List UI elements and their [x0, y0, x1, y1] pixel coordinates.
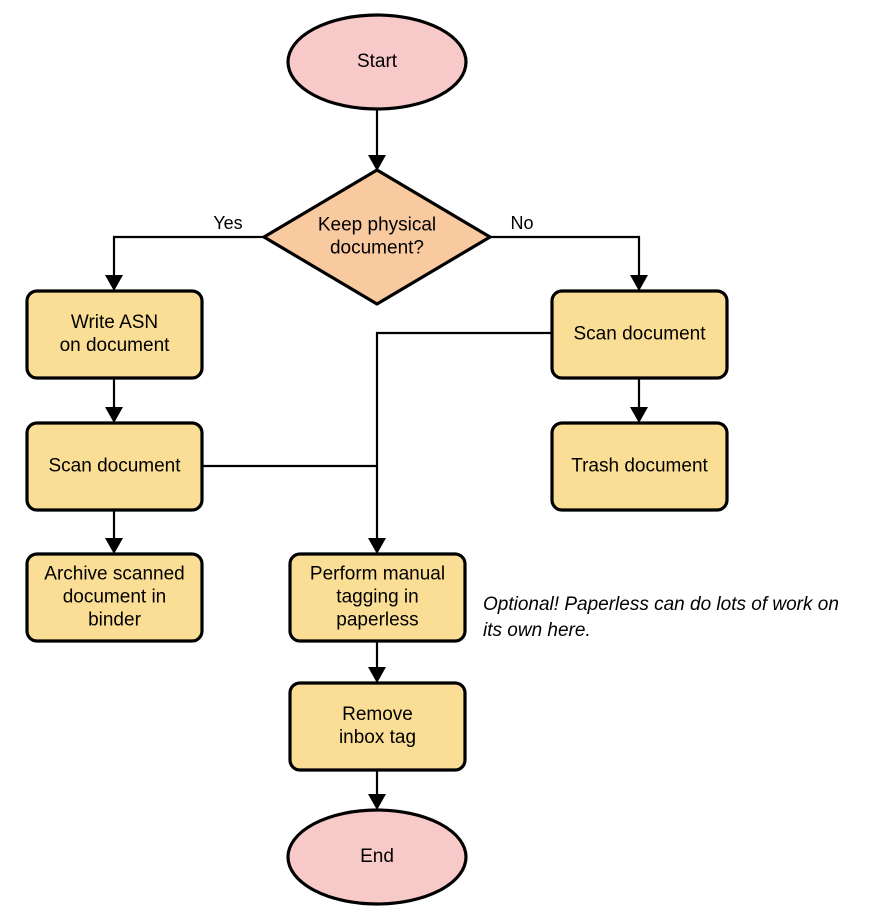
- terminator-shape[interactable]: [286, 808, 468, 906]
- edge-label-decision-yes-to-write-asn: Yes: [213, 213, 242, 233]
- arrowhead-icon: [105, 275, 123, 291]
- edge-remove-inbox-tag-to-end: [368, 770, 386, 810]
- node-start[interactable]: Start: [286, 13, 468, 111]
- annotation-optional-note: Optional! Paperless can do lots of work …: [483, 594, 839, 641]
- edge-decision-no-to-scan-document-right: No: [490, 213, 648, 291]
- arrowhead-icon: [368, 538, 386, 554]
- node-trash-document[interactable]: Trash document: [550, 421, 729, 512]
- process-shape[interactable]: [550, 289, 729, 380]
- terminator-shape[interactable]: [286, 13, 468, 111]
- node-scan-document-right[interactable]: Scan document: [550, 289, 729, 380]
- process-shape[interactable]: [288, 681, 467, 772]
- arrowhead-icon: [105, 407, 123, 423]
- edge-path: [112, 235, 264, 286]
- process-shape[interactable]: [288, 552, 467, 643]
- edge-write-asn-to-scan-document-left: [105, 378, 123, 423]
- edge-decision-yes-to-write-asn: Yes: [105, 213, 264, 291]
- edge-manual-tagging-to-remove-inbox-tag: [368, 641, 386, 683]
- process-shape[interactable]: [550, 421, 729, 512]
- arrowhead-icon: [368, 667, 386, 683]
- process-shape[interactable]: [25, 552, 204, 643]
- process-shape[interactable]: [25, 421, 204, 512]
- edge-path: [375, 331, 552, 549]
- node-scan-document-left[interactable]: Scan document: [25, 421, 204, 512]
- notes-layer: Optional! Paperless can do lots of work …: [483, 594, 839, 641]
- edge-path: [490, 235, 641, 286]
- arrowhead-icon: [105, 538, 123, 554]
- node-end[interactable]: End: [286, 808, 468, 906]
- edge-scan-document-left-to-archive: [105, 510, 123, 554]
- edge-scan-document-right-to-trash: [630, 378, 648, 423]
- arrowhead-icon: [368, 794, 386, 810]
- decision-shape[interactable]: [262, 168, 492, 306]
- edges-layer: Yes No: [105, 109, 648, 810]
- arrowhead-icon: [368, 155, 386, 171]
- arrowhead-icon: [630, 407, 648, 423]
- arrowhead-icon: [630, 275, 648, 291]
- edge-label-decision-no-to-scan-document-right: No: [510, 213, 533, 233]
- process-shape[interactable]: [25, 289, 204, 380]
- edge-start-to-decision: [368, 109, 386, 171]
- edge-scan-document-right-to-manual-tagging: [368, 331, 552, 554]
